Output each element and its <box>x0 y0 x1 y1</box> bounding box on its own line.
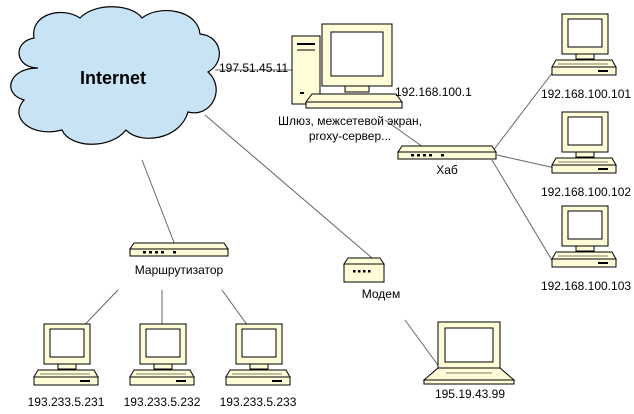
router-computer-2-icon <box>129 323 195 386</box>
router-icon <box>129 242 229 257</box>
laptop-icon <box>422 321 516 385</box>
hub-label: Хаб <box>436 163 458 177</box>
line-cloud-modem <box>204 114 373 259</box>
line-cloud-router <box>141 159 176 246</box>
internet-cloud <box>10 6 220 145</box>
connection-lines <box>69 69 556 369</box>
laptop-ip: 195.19.43.99 <box>434 387 506 401</box>
internet-label: Internet <box>80 68 147 88</box>
router-computer-1-icon <box>33 323 99 386</box>
lan-computer-1-ip: 192.168.100.101 <box>540 87 632 101</box>
lan-computer-1-icon <box>551 13 617 76</box>
gateway-external-ip: 197.51.45.11 <box>219 61 289 75</box>
lan-computer-2-icon <box>551 111 617 174</box>
gateway-caption-line-1: Шлюз, межсетевой экран, <box>278 114 422 128</box>
router-computer-1-ip: 193.233.5.231 <box>27 395 105 409</box>
modem-icon <box>343 257 385 283</box>
gateway-internal-ip: 192.168.100.1 <box>395 85 472 99</box>
line-hub-pc2 <box>496 154 556 169</box>
line-hub-pc3 <box>491 159 554 263</box>
lan-computer-2-ip: 192.168.100.102 <box>540 185 632 199</box>
line-hub-pc1 <box>491 71 554 153</box>
router-computer-2-ip: 193.233.5.232 <box>123 395 201 409</box>
gateway-caption-line-2: proxy-сервер... <box>308 129 392 143</box>
modem-label: Модем <box>361 287 401 301</box>
router-computer-3-ip: 193.233.5.233 <box>219 395 297 409</box>
router-label: Маршрутизатор <box>134 263 224 277</box>
lan-computer-3-icon <box>551 205 617 268</box>
hub-icon <box>397 145 497 160</box>
router-computer-3-icon <box>225 323 291 386</box>
gateway-server-icon <box>291 23 403 109</box>
line-modem-laptop <box>404 319 441 369</box>
lan-computer-3-ip: 192.168.100.103 <box>540 279 632 293</box>
